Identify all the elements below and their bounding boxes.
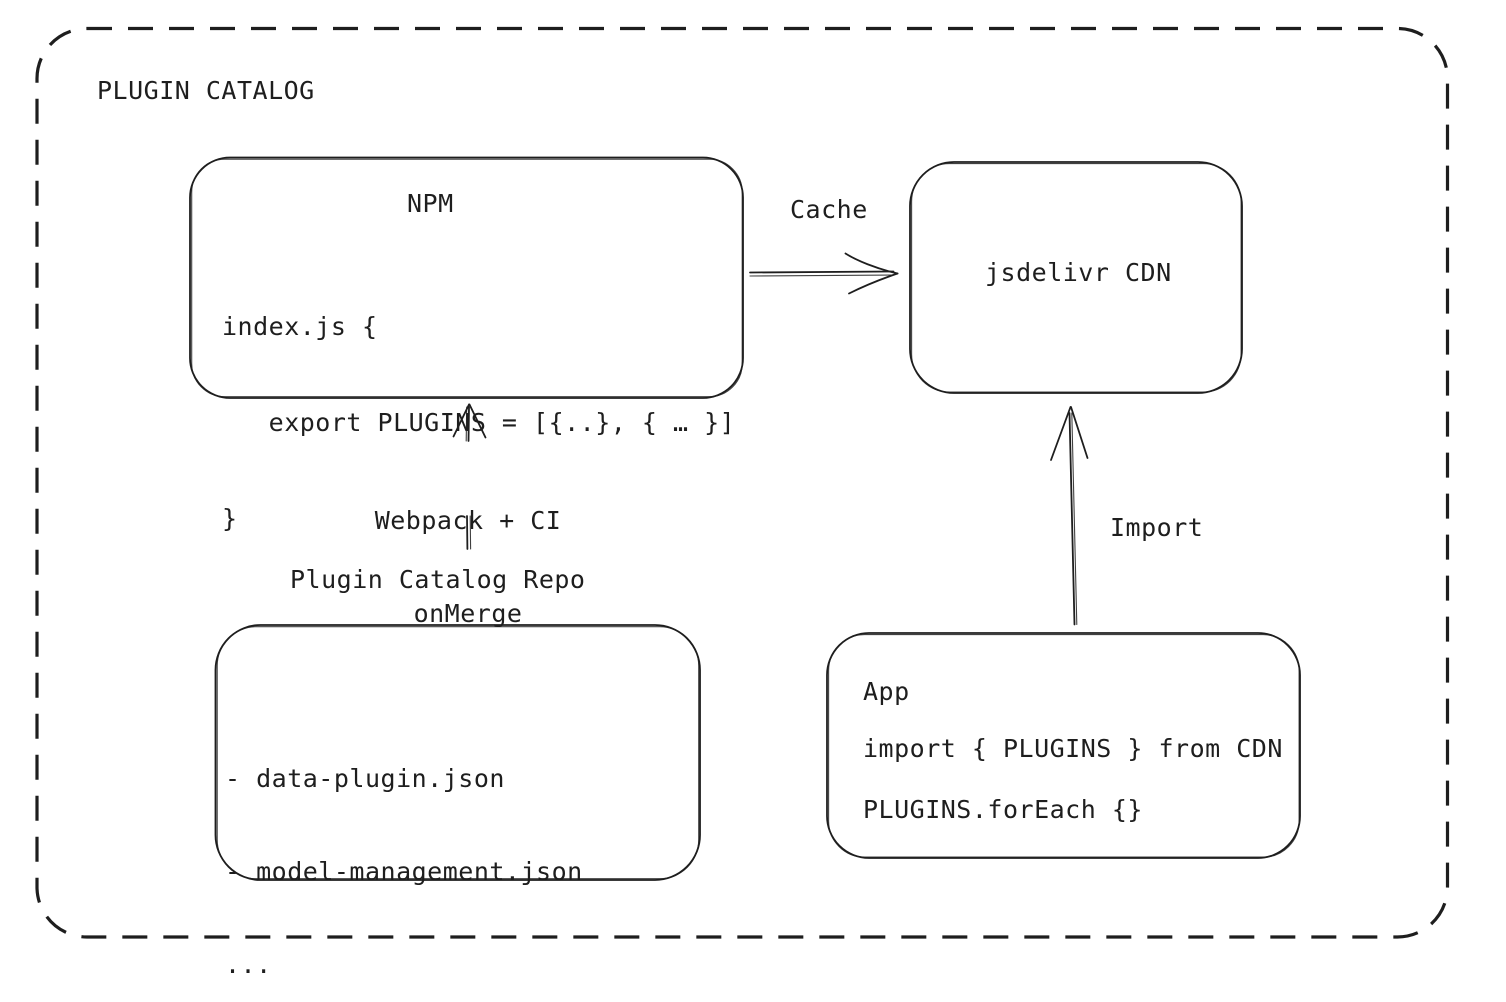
npm-code-line: } xyxy=(222,504,238,533)
repo-file-line: ... xyxy=(225,950,272,979)
build-edge-label-line: onMerge xyxy=(413,599,523,628)
build-edge-label: Webpack + CI onMerge xyxy=(338,443,598,691)
npm-node-shape xyxy=(189,156,744,399)
repo-file-list: - data-plugin.json - model-management.js… xyxy=(225,701,583,1002)
repo-node-shape xyxy=(214,624,701,881)
app-node-title: App xyxy=(863,677,910,706)
cache-edge-label: Cache xyxy=(790,195,868,224)
build-arrow xyxy=(452,403,487,550)
repo-file-line: - model-management.json xyxy=(225,857,583,886)
catalog-group-frame xyxy=(35,26,1450,939)
import-edge-label: Import xyxy=(1110,513,1204,542)
catalog-group-label: PLUGIN CATALOG xyxy=(97,76,315,105)
cdn-node-label: jsdelivr CDN xyxy=(985,258,1172,287)
build-edge-label-line: Webpack + CI xyxy=(374,506,562,535)
npm-code-line: index.js { xyxy=(222,312,378,341)
npm-code-block: index.js { export PLUGINS = [{..}, { … }… xyxy=(222,247,735,599)
app-code-line: PLUGINS.forEach {} xyxy=(863,795,1143,824)
npm-code-line: export PLUGINS = [{..}, { … }] xyxy=(222,408,736,437)
app-code-line: import { PLUGINS } from CDN xyxy=(863,734,1283,763)
repo-file-line: - data-plugin.json xyxy=(225,764,505,793)
npm-node-title: NPM xyxy=(407,189,454,218)
cdn-node-shape xyxy=(909,161,1243,394)
import-arrow xyxy=(1050,406,1089,626)
app-node-shape xyxy=(826,632,1301,859)
repo-node-label: Plugin Catalog Repo xyxy=(290,565,586,594)
cache-arrow xyxy=(749,252,899,295)
